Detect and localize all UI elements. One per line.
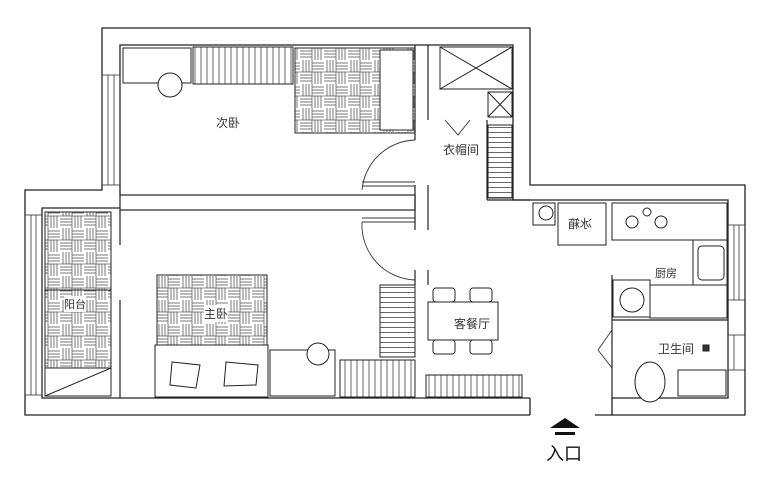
room-label-living-dining: 客餐厅 bbox=[454, 315, 491, 332]
room-label-walk-in-closet: 衣帽间 bbox=[443, 143, 480, 157]
room-label-kitchen: 厨房 bbox=[655, 267, 677, 280]
master-bed bbox=[156, 274, 268, 346]
kitchen-fixtures bbox=[532, 202, 728, 403]
room-label-balcony: 阳台 bbox=[64, 296, 86, 312]
desk bbox=[122, 47, 192, 84]
tall-cabinet bbox=[379, 284, 416, 358]
master-wardrobe bbox=[339, 359, 416, 398]
balcony-floor bbox=[44, 211, 112, 291]
room-label-master-bedroom: 主卧 bbox=[204, 305, 229, 322]
fridge-label: 冰箱 bbox=[568, 217, 593, 231]
bathroom-sink bbox=[677, 369, 727, 397]
doors bbox=[361, 119, 613, 369]
wardrobe bbox=[192, 46, 294, 85]
windows bbox=[24, 74, 746, 396]
toilet bbox=[634, 361, 666, 403]
room-label-second-bedroom: 次卧 bbox=[216, 116, 241, 130]
closet-cabinets bbox=[439, 46, 513, 199]
entrance-arrow-icon bbox=[550, 418, 580, 428]
fridge bbox=[557, 202, 607, 246]
room-label-bathroom: 卫生间 bbox=[658, 342, 695, 356]
tv-cabinet bbox=[425, 374, 523, 398]
entrance-label: 入口 bbox=[546, 444, 582, 465]
